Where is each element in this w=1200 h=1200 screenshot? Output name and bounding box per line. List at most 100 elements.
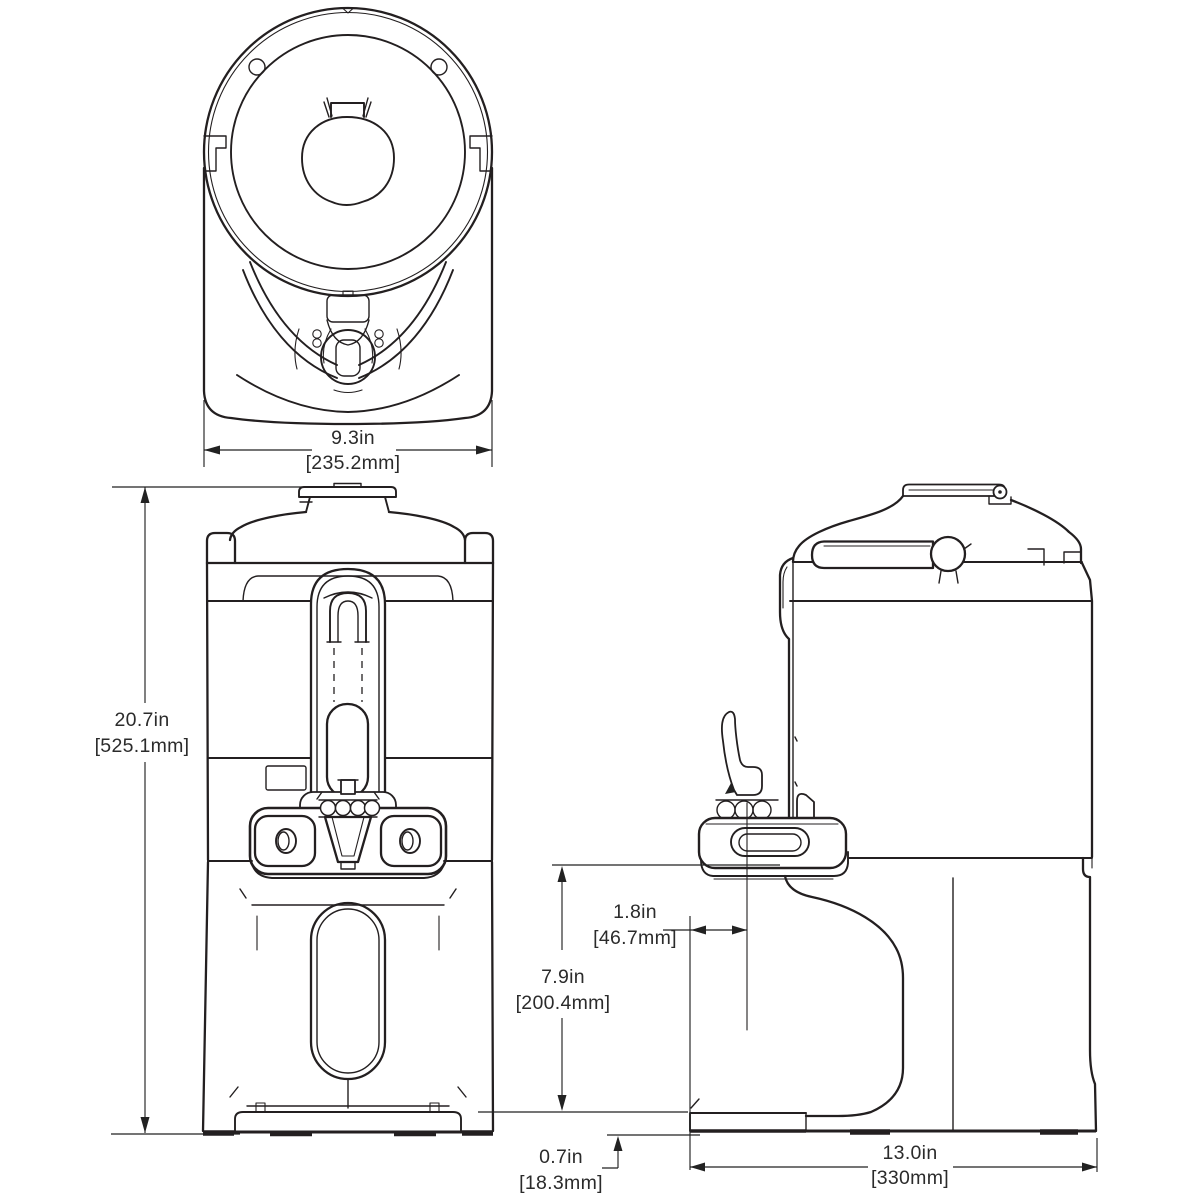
left-notch bbox=[203, 135, 227, 172]
arrowhead-up bbox=[140, 487, 150, 503]
step-tick bbox=[690, 1098, 700, 1109]
bonnet-scallop bbox=[363, 799, 381, 817]
hinge-catch bbox=[1027, 548, 1045, 566]
shelf-ticks bbox=[239, 888, 457, 899]
faucet-lip bbox=[700, 851, 849, 877]
side-view bbox=[689, 483, 1098, 1135]
body-front-edge bbox=[778, 556, 795, 859]
top-center-notch bbox=[342, 7, 354, 14]
nut-scallop bbox=[752, 800, 772, 820]
dim-overall-depth-mm: [330mm] bbox=[871, 1167, 949, 1189]
lid-knob-disc bbox=[298, 486, 397, 498]
shoulder-ears bbox=[205, 531, 495, 565]
plate-throat bbox=[326, 319, 370, 346]
dim-spout-offset-mm: [46.7mm] bbox=[593, 927, 677, 949]
bonnet-scallop bbox=[349, 799, 367, 817]
bottom-inner-arc bbox=[236, 374, 460, 413]
right-notch bbox=[469, 135, 493, 172]
faucet-top-inner bbox=[335, 339, 361, 377]
lid-bail-bar bbox=[810, 540, 935, 570]
dim-base-height-in: 7.9in bbox=[541, 966, 585, 988]
bail-handle-outer bbox=[329, 592, 367, 643]
detail-glyph bbox=[312, 329, 322, 339]
dim-overall-height-mm: [525.1mm] bbox=[95, 735, 190, 757]
arrowhead-right bbox=[732, 925, 747, 935]
pedestal-wall-lines bbox=[256, 915, 440, 951]
label-plate bbox=[265, 765, 307, 791]
dim-base-height-mm: [200.4mm] bbox=[516, 992, 611, 1014]
front-view bbox=[201, 482, 495, 1137]
right-wing-hole bbox=[399, 828, 421, 854]
channel-outer bbox=[309, 567, 387, 799]
extension-lines bbox=[203, 400, 493, 467]
dome-notch bbox=[1063, 551, 1082, 564]
dim-foot-height-mm: [18.3mm] bbox=[519, 1172, 603, 1194]
left-wing-hole bbox=[275, 828, 297, 854]
spout-inner bbox=[331, 816, 365, 857]
extension-lines bbox=[478, 864, 780, 1113]
dim-spout-offset-in: 1.8in bbox=[613, 901, 657, 923]
drip-tray bbox=[234, 1111, 462, 1132]
faucet-top-circle bbox=[320, 329, 376, 385]
funnel-curves bbox=[242, 261, 454, 379]
spout bbox=[323, 815, 373, 864]
dimension-foot-height: 0.7in [18.3mm] bbox=[519, 1134, 700, 1194]
lid-seat-seam bbox=[242, 575, 454, 602]
faucet-slot bbox=[730, 827, 810, 857]
detail-glyph bbox=[312, 338, 322, 348]
arrowhead-left bbox=[204, 445, 220, 455]
lid-knob bbox=[301, 116, 395, 206]
hinge-bracket bbox=[988, 495, 1012, 505]
lid-outer-circle bbox=[202, 6, 494, 298]
left-wing bbox=[253, 814, 317, 868]
extension-lines bbox=[111, 486, 302, 1135]
base-front-profile bbox=[783, 874, 905, 1118]
dimension-top-width: 9.3in [235.2mm] bbox=[203, 400, 493, 474]
faucet-body-side bbox=[697, 816, 848, 870]
body-right-edge bbox=[1080, 561, 1094, 859]
left-wing-hole-inner bbox=[277, 831, 290, 851]
knob-prongs bbox=[323, 97, 372, 118]
hidden-handle-legs bbox=[333, 648, 363, 702]
dim-top-width-mm: [235.2mm] bbox=[306, 452, 401, 474]
detail-glyph bbox=[374, 338, 384, 348]
plate-divot bbox=[342, 290, 354, 296]
faucet-slot-inner bbox=[738, 833, 802, 852]
lid-inner-circle bbox=[230, 34, 466, 270]
front-marks bbox=[794, 736, 798, 787]
arrowhead-up bbox=[557, 866, 567, 882]
channel-inner bbox=[316, 575, 380, 798]
pedestal-slot-outer bbox=[309, 901, 387, 1081]
lid-dome bbox=[228, 510, 467, 542]
bonnet-scallop bbox=[319, 799, 337, 817]
dim-foot-height-in: 0.7in bbox=[539, 1146, 583, 1168]
arrowhead-right bbox=[1082, 1162, 1097, 1172]
right-wing-hole-inner bbox=[401, 831, 414, 851]
top-view bbox=[202, 6, 494, 426]
tray-step bbox=[689, 1112, 807, 1132]
body-outline-top bbox=[202, 166, 494, 426]
front-lip-inner bbox=[782, 566, 788, 609]
right-wing bbox=[379, 814, 443, 868]
faucet-lever bbox=[721, 710, 763, 796]
pedestal-sides bbox=[201, 860, 495, 1133]
detail-glyph bbox=[374, 329, 384, 339]
bail-knuckle bbox=[929, 535, 967, 573]
dimension-base-height: 7.9in [200.4mm] bbox=[478, 864, 780, 1113]
faucet-plate bbox=[326, 294, 370, 323]
arrowhead-down bbox=[557, 1095, 567, 1111]
base-right-edge bbox=[1081, 856, 1098, 1133]
dim-overall-depth-in: 13.0in bbox=[883, 1142, 938, 1164]
arrowhead-left bbox=[690, 1162, 705, 1172]
body-sides bbox=[205, 561, 495, 862]
lid-dome-profile bbox=[791, 494, 1083, 565]
nut-scallop bbox=[716, 800, 736, 820]
channel-smile bbox=[323, 591, 373, 599]
dim-overall-height-in: 20.7in bbox=[115, 709, 170, 731]
tray-corner-ticks bbox=[229, 1086, 467, 1098]
nut-scallop bbox=[734, 800, 754, 820]
faucet-stem bbox=[340, 779, 356, 795]
bail-links bbox=[938, 543, 972, 584]
